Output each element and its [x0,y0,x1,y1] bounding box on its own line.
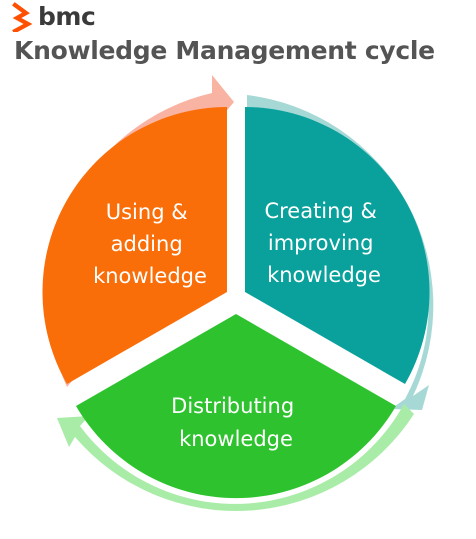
logo-text: bmc [38,2,96,31]
arrow-distributing-to-using [57,404,414,511]
label-line: Creating & [264,199,376,223]
label-line: knowledge [179,427,293,451]
segment-label-distributing: Distributing knowledge [171,394,301,451]
segment-distributing-knowledge [76,314,396,499]
page-title: Knowledge Management cycle [14,36,435,65]
label-line: Distributing [171,394,294,418]
segment-label-using: Using & adding knowledge [93,200,207,288]
segment-label-creating: Creating & improving knowledge [264,199,383,287]
bmc-logo: bmc [6,2,96,32]
segment-creating-and-improving-knowledge [245,107,430,384]
label-line: adding [111,232,183,256]
label-line: improving [268,231,374,255]
label-line: Using & [106,200,188,224]
label-line: knowledge [267,263,381,287]
bmc-logo-icon [12,2,33,32]
label-line: knowledge [93,264,207,288]
segment-using-and-adding-knowledge [42,107,227,384]
